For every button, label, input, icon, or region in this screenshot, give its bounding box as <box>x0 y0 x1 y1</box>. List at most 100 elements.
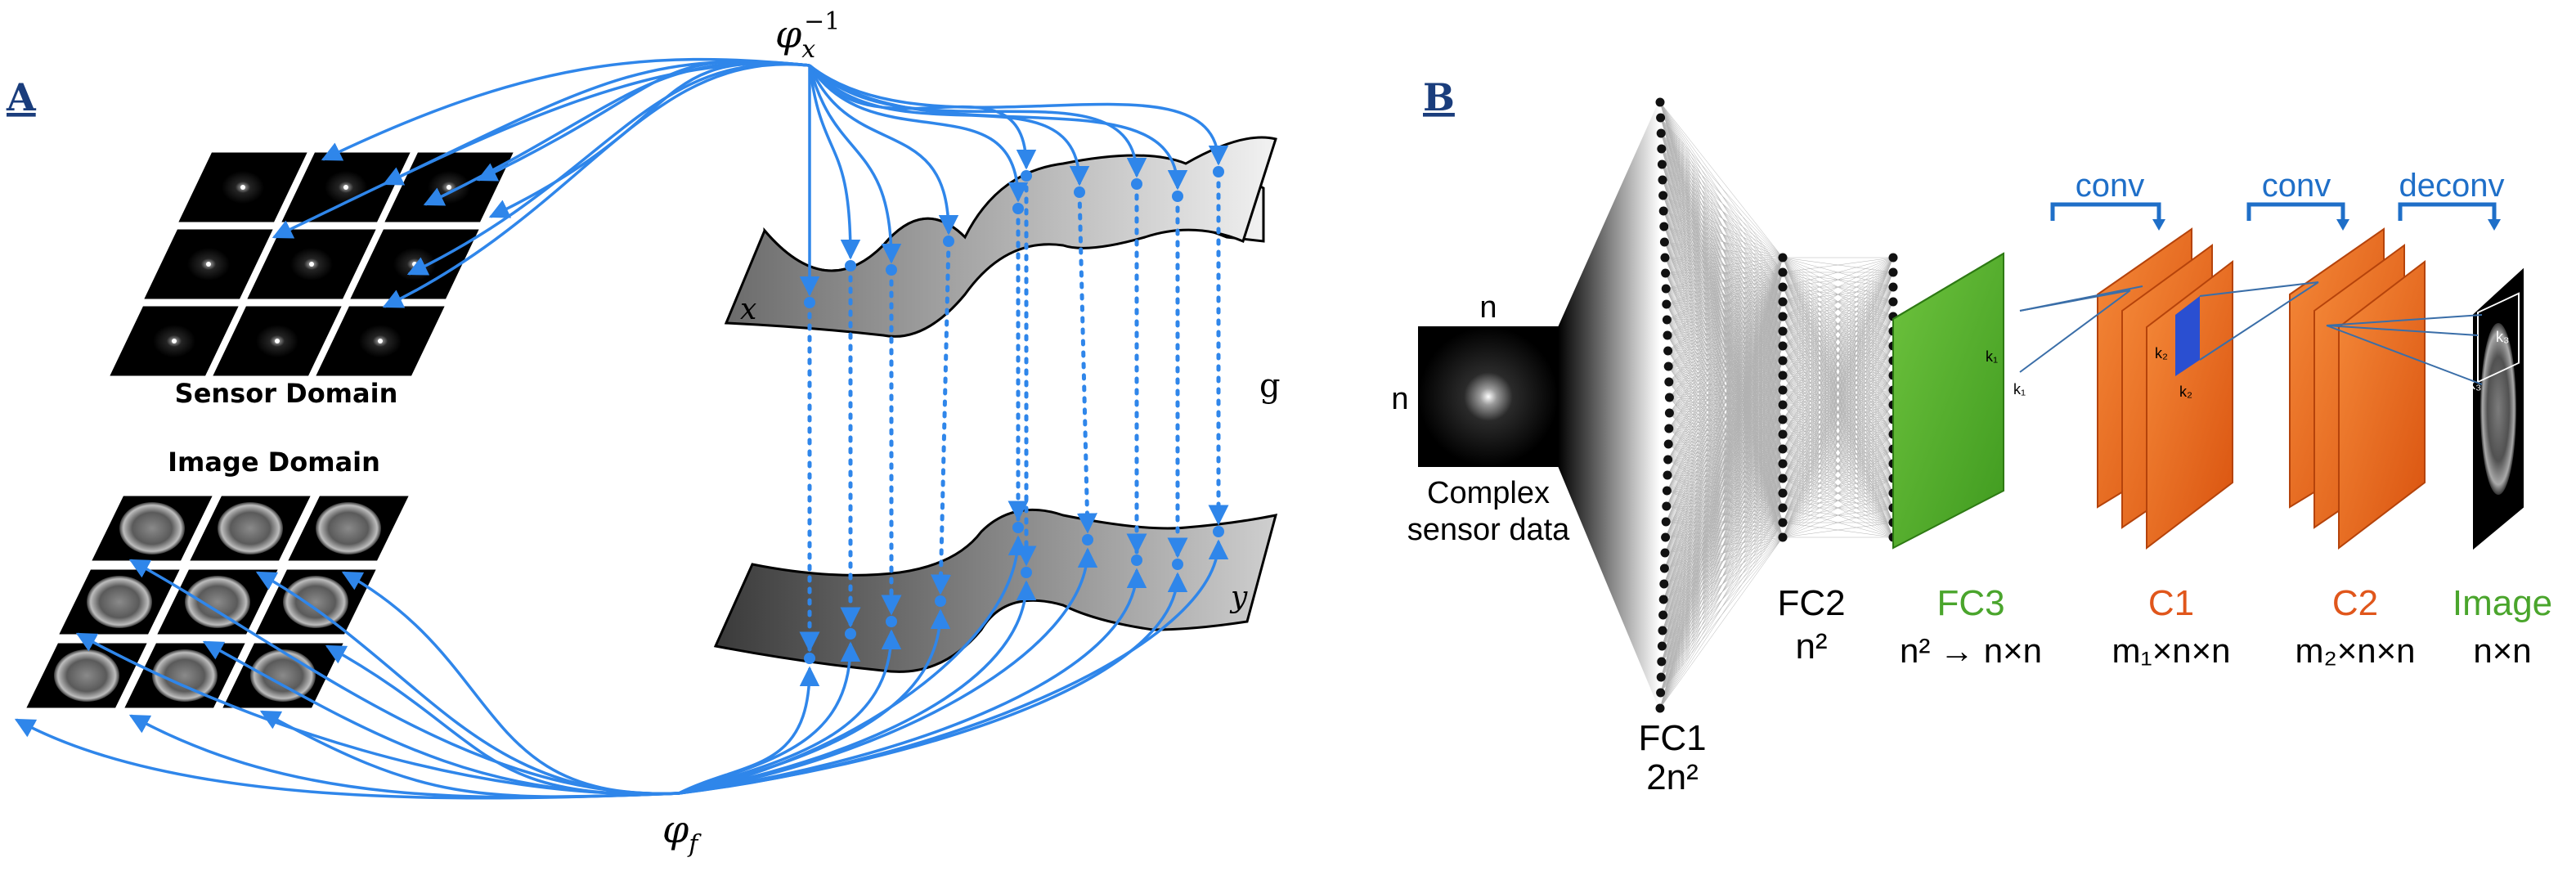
k2-label: k₂ <box>2155 345 2168 361</box>
manifold-x-arrow <box>808 65 1029 203</box>
fc2-node <box>1778 282 1788 292</box>
manifold-x-point <box>1172 191 1183 202</box>
fc2-node <box>1778 356 1788 366</box>
fc2-node <box>1778 474 1788 483</box>
kspace-center <box>447 185 451 190</box>
phi-x-inverse-arrow <box>476 60 810 182</box>
k3-label-side: k₃ <box>2468 376 2481 393</box>
fc3-node <box>1888 282 1898 292</box>
manifold-x-point <box>1131 178 1142 190</box>
panel-b-label: B <box>1423 75 1455 119</box>
fc1-node <box>1655 97 1665 107</box>
fc1-node <box>1664 393 1674 402</box>
input-caption-line1: Complex <box>1427 476 1550 510</box>
manifold-x-point <box>845 260 856 272</box>
conv1-label: conv <box>2076 168 2145 204</box>
manifold-y-arrow <box>678 568 1147 795</box>
c2-size: m₂×n×n <box>2295 631 2415 670</box>
phi-x-inverse-arrow <box>321 57 810 161</box>
manifold-y-point <box>935 595 946 607</box>
image-label: Image <box>2453 583 2552 623</box>
fc2-node <box>1778 312 1788 321</box>
fc1-node <box>1658 206 1668 216</box>
fc1-node <box>1656 688 1666 698</box>
fc2-node <box>1778 385 1788 395</box>
fc1-node <box>1664 424 1674 433</box>
phi-x-inverse-arrow <box>382 62 810 308</box>
fc1-node <box>1656 672 1666 682</box>
fc3-node <box>1888 267 1898 277</box>
fc1-node <box>1663 330 1672 340</box>
fc1-node <box>1657 159 1667 169</box>
fc3-block <box>1892 252 2004 550</box>
k2-label-2: k₂ <box>2179 384 2192 400</box>
input-n-top: n <box>1479 290 1497 325</box>
manifold-x-point <box>943 236 954 247</box>
fc1-node <box>1663 346 1673 356</box>
fc1-node <box>1655 703 1665 713</box>
phi-f-label: φf <box>662 807 702 859</box>
fc1-node <box>1662 315 1672 325</box>
phi-f-arrow <box>341 571 680 796</box>
fc1-node <box>1657 641 1667 651</box>
kspace-center <box>309 262 314 267</box>
fc1-node <box>1658 191 1668 200</box>
c1-size: m₁×n×n <box>2112 631 2231 670</box>
manifold-y-point <box>1131 554 1142 566</box>
manifold-y-arrow <box>678 666 820 795</box>
fc1-node <box>1658 610 1668 620</box>
fc1-node <box>1659 222 1669 231</box>
manifold-y-point <box>1082 534 1093 545</box>
manifold-y-label: y <box>1229 581 1248 614</box>
fc2-node <box>1778 488 1788 498</box>
k3-label: k₃ <box>2496 329 2509 345</box>
phi-f-arrow <box>259 710 680 798</box>
fc1-label: FC1 <box>1638 718 1706 758</box>
input-n-left: n <box>1391 382 1408 416</box>
correspondence-line <box>931 239 952 595</box>
fc1-node <box>1661 284 1671 294</box>
fc1-node <box>1663 361 1673 371</box>
fc1-size: 2n² <box>1646 757 1699 797</box>
fc2-node <box>1778 429 1788 439</box>
phi-x-inverse-label: φx−1 <box>775 7 840 64</box>
input-funnel <box>1558 98 1660 712</box>
manifold-y-arrow <box>678 539 1229 795</box>
fc2-node <box>1778 532 1788 542</box>
brain-slice <box>250 649 316 702</box>
image-domain-grid <box>22 493 413 711</box>
manifold-y-surface <box>713 508 1278 673</box>
phi-f-arrow <box>128 714 680 799</box>
fc2-node <box>1778 267 1788 277</box>
fc3-node <box>1888 297 1898 307</box>
fc3-label: FC3 <box>1936 583 2004 623</box>
conv-brackets <box>2050 202 2497 221</box>
fc1-node <box>1656 128 1666 138</box>
fc1-node <box>1664 408 1674 418</box>
manifold-y-point <box>1012 522 1024 533</box>
fc1-node <box>1664 377 1674 387</box>
kernel-connections <box>2019 281 2483 385</box>
fc2-node <box>1778 400 1788 410</box>
conv2-label: conv <box>2262 168 2331 204</box>
manifold-y-point <box>1172 559 1183 570</box>
manifold-x-arrow <box>808 65 959 236</box>
fc1-node <box>1663 439 1673 449</box>
c1-label: C1 <box>2148 583 2194 623</box>
fc1-node <box>1658 595 1668 604</box>
manifold-y-point <box>1213 526 1224 537</box>
g-label: g <box>1259 367 1281 405</box>
fc2-node <box>1778 444 1788 454</box>
fc2-node <box>1778 370 1788 380</box>
brain-slice <box>185 576 250 628</box>
fc1-node <box>1663 470 1672 480</box>
fc1-node <box>1659 563 1669 573</box>
brain-slice <box>218 502 283 554</box>
phi-x-inverse-arrow <box>272 61 810 239</box>
fc2-node <box>1778 326 1788 336</box>
brain-slice <box>152 649 218 702</box>
brain-slice <box>119 502 185 554</box>
manifold-x-label: x <box>740 293 756 326</box>
c1-stack <box>2097 227 2233 550</box>
fc2-node <box>1778 459 1788 469</box>
